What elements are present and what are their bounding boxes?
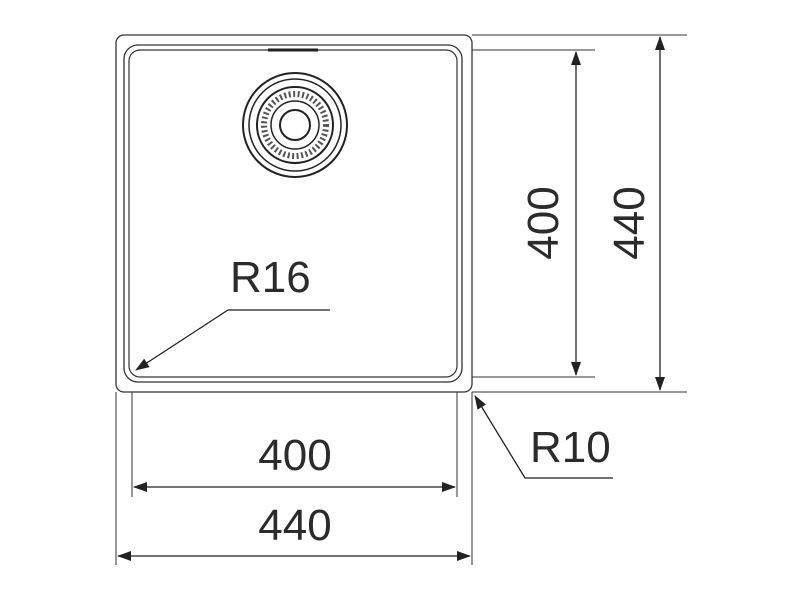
outer-radius-leader — [474, 395, 613, 479]
drain-strainer-icon — [242, 72, 348, 178]
sink-bowl-outline — [123, 44, 463, 383]
outer-height-label: 440 — [605, 186, 654, 259]
outer-radius-label: R10 — [530, 423, 611, 472]
width-extension-lines — [115, 392, 473, 565]
inner-radius-label: R16 — [230, 253, 311, 302]
outer-width-label: 440 — [258, 501, 331, 550]
sink-outer-outline — [115, 34, 473, 393]
inner-height-label: 400 — [519, 186, 568, 259]
inner-radius-leader — [135, 309, 330, 371]
height-extension-lines — [472, 34, 687, 393]
inner-width-label: 400 — [258, 431, 331, 480]
